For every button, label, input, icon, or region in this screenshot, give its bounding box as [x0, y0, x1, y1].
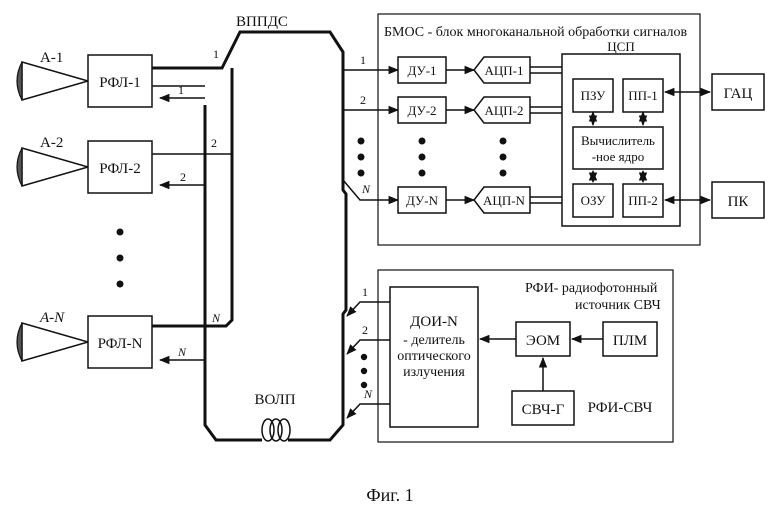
fiber-bus-inner — [152, 68, 232, 326]
adc-to-dsp-1 — [530, 67, 562, 73]
line-num-nb: N — [177, 345, 187, 359]
adc-to-dsp-n — [530, 197, 562, 203]
ellipsis-dot — [500, 154, 507, 161]
bus-label: ВППДС — [236, 14, 288, 30]
adc-2-label: АЦП-2 — [485, 103, 524, 118]
line-num-2b: 2 — [180, 170, 186, 184]
doi-out-n — [347, 404, 390, 418]
doi-num-1: 1 — [362, 285, 368, 299]
plm-label: ПЛМ — [613, 333, 647, 349]
ellipsis-dot — [358, 138, 365, 145]
ellipsis-dot — [361, 354, 367, 360]
line-num-na: N — [211, 311, 221, 325]
rfi-title-2: источник СВЧ — [575, 298, 661, 313]
pp1-label: ПП-1 — [628, 88, 658, 103]
bus-to-du-n — [343, 180, 398, 200]
dsp-title: ЦСП — [607, 39, 634, 54]
doi-label-3: оптического — [397, 349, 470, 364]
line-num-1a: 1 — [213, 47, 219, 61]
antenna-2 — [17, 148, 88, 186]
fiber-coil-icon — [262, 419, 290, 441]
antenna-n-label: А-N — [39, 310, 65, 326]
ellipsis-dot — [419, 170, 426, 177]
du-2-label: ДУ-2 — [407, 103, 436, 118]
line-num-2a: 2 — [211, 136, 217, 150]
rfl-1-label: РФЛ-1 — [99, 75, 140, 91]
bmos-line-num-1: 1 — [360, 53, 366, 67]
doi-num-2: 2 — [362, 323, 368, 337]
du-1-label: ДУ-1 — [407, 63, 436, 78]
ellipsis-dot — [500, 170, 507, 177]
ellipsis-dot — [419, 154, 426, 161]
mw-gen-label: СВЧ-Г — [522, 402, 565, 418]
bmos-line-num-2: 2 — [360, 93, 366, 107]
eom-label: ЭОМ — [526, 333, 560, 349]
ellipsis-dot — [117, 281, 124, 288]
doi-out-2 — [347, 340, 390, 354]
rfl-n-label: РФЛ-N — [98, 336, 143, 352]
ellipsis-dot — [358, 154, 365, 161]
adc-to-dsp-2 — [530, 107, 562, 113]
ellipsis-dot — [500, 138, 507, 145]
antenna-1-label: А-1 — [40, 50, 63, 66]
core-label-1: Вычислитель — [581, 133, 655, 148]
rfl-2-label: РФЛ-2 — [99, 161, 140, 177]
doi-label-4: излучения — [403, 365, 465, 380]
gac-label: ГАЦ — [724, 86, 753, 102]
ellipsis-dot — [358, 170, 365, 177]
adc-1-label: АЦП-1 — [485, 63, 524, 78]
rfi-mw-label: РФИ-СВЧ — [588, 400, 653, 416]
core-label-2: -ное ядро — [592, 149, 645, 164]
antenna-2-label: А-2 — [40, 135, 63, 151]
bmos-title: БМОС - блок многоканальной обработки сиг… — [384, 25, 688, 40]
doi-label-2: - делитель — [403, 333, 465, 348]
doi-label-1: ДОИ-N — [410, 314, 458, 330]
doi-num-n: N — [363, 387, 373, 401]
adc-n-label: АЦП-N — [483, 193, 525, 208]
rfi-title-1: РФИ- радиофотонный — [525, 281, 658, 296]
pc-label: ПК — [728, 194, 750, 210]
fiber-label: ВОЛП — [254, 392, 295, 408]
antenna-1 — [17, 62, 88, 100]
ellipsis-dot — [419, 138, 426, 145]
ellipsis-dot — [117, 229, 124, 236]
figure-caption: Фиг. 1 — [366, 485, 413, 505]
ellipsis-dot — [117, 255, 124, 262]
bmos-line-num-n: N — [361, 182, 371, 196]
antenna-n — [17, 323, 88, 361]
rom-label: ПЗУ — [581, 88, 607, 103]
du-n-label: ДУ-N — [406, 193, 439, 208]
doi-out-1 — [347, 302, 390, 316]
pp2-label: ПП-2 — [628, 193, 658, 208]
ellipsis-dot — [361, 368, 367, 374]
line-num-1b: 1 — [178, 83, 184, 97]
ram-label: ОЗУ — [581, 193, 607, 208]
ellipsis-dot — [361, 382, 367, 388]
